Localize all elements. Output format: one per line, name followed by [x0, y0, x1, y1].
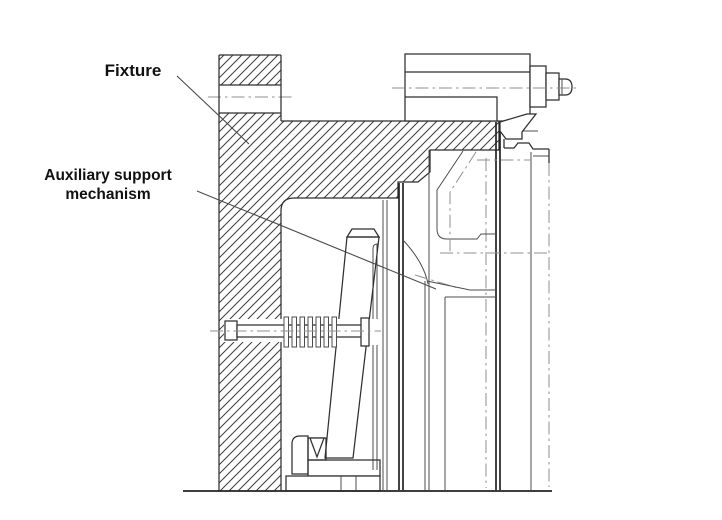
spring-plunger	[210, 316, 381, 348]
fixture-leader-line	[176, 75, 250, 145]
fixture-label: Fixture	[104, 61, 162, 80]
spring-coils	[283, 316, 337, 348]
support-pin	[372, 243, 378, 470]
fixture-body	[208, 54, 293, 491]
clamp-cylinder	[392, 53, 579, 140]
aux-support-leader-line	[196, 190, 437, 290]
auxiliary-support-label-line2: mechanism	[65, 186, 151, 203]
leader-lines	[176, 75, 437, 290]
clamp-foot	[499, 113, 538, 140]
support-base	[285, 435, 381, 492]
workpiece	[382, 122, 550, 490]
fixture-arm	[280, 120, 500, 212]
auxiliary-support-label: Auxiliary support mechanism	[22, 166, 194, 204]
auxiliary-support-label-line1: Auxiliary support	[44, 167, 172, 184]
clamp-stud	[529, 65, 547, 108]
